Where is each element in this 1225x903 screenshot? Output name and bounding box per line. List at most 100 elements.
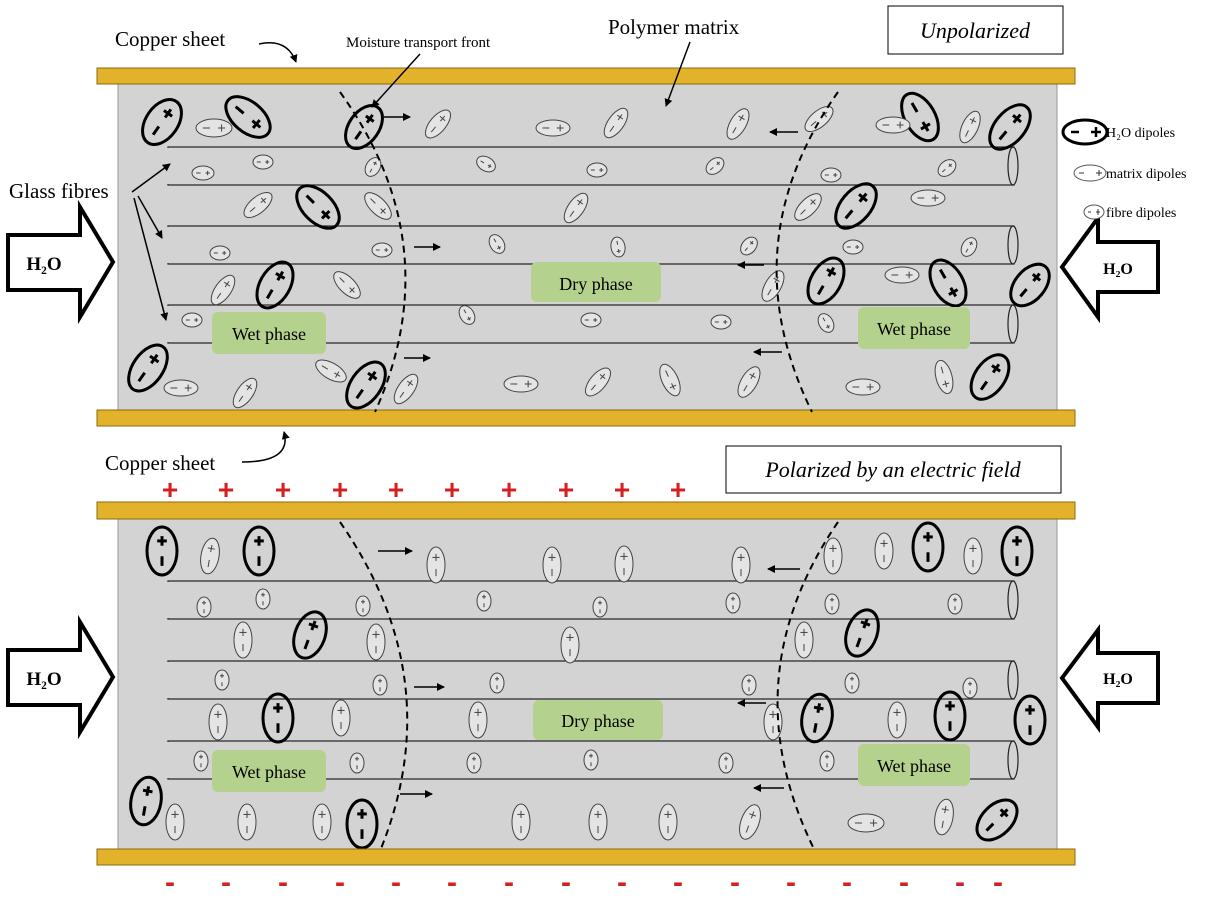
positive-charge: + [444,474,460,505]
wet-phase-box-top-right [858,307,970,349]
h2o-dipole [345,360,387,410]
negative-charge: - [730,866,740,899]
fibre-dipole [820,167,842,183]
matrix-dipole [393,373,419,405]
matrix-dipole [726,108,750,140]
dipoles-top [127,91,1051,410]
matrix-dipole [794,193,822,221]
matrix-dipole [731,546,751,584]
matrix-dipole [934,359,954,395]
fibre-dipole [705,157,725,175]
wet-phase-box-bottom-right [858,744,970,786]
matrix-dipole [208,703,228,741]
h2o-dipole [969,353,1011,401]
wet-phase-label-top-left: Wet phase [232,324,306,344]
fibre-dipole [214,669,230,691]
matrix-dipole [794,621,814,659]
matrix-dipole [331,699,351,737]
negative-charge: - [993,866,1003,899]
matrix-dipole [165,803,185,841]
moisture-front-right-bottom [776,521,839,852]
legend-h2o-dipole-icon [1061,118,1109,146]
fibre-dipole [181,312,203,328]
matrix-dipole [588,803,608,841]
matrix-dipole [658,803,678,841]
fibre-dipole [947,593,963,615]
h2o-dipole [975,798,1019,842]
h2o-dipole [806,256,846,306]
negative-charge-row: ---------------- [165,866,1003,899]
water-label: H₂O [26,669,61,690]
copper-sheet-top-lower [96,409,1076,427]
fibre-dipole [725,592,741,614]
matrix-dipole [959,110,981,144]
fibre-dipole [824,593,840,615]
fibre-dipole [458,305,476,325]
matrix-dipole [761,270,785,302]
fibre-pointer [131,163,171,193]
transport-arrows-top [384,113,798,362]
positive-charge: + [332,474,348,505]
h2o-dipole [145,525,179,577]
matrix-dipole [333,271,361,299]
matrix-dipole [210,274,236,306]
right-arrow-icon [6,614,116,740]
fibre-dipole [710,314,732,330]
matrix-dipole [603,107,629,139]
h2o-dipole [345,798,379,850]
matrix-dipole [614,545,634,583]
fibre-dipole [741,674,757,696]
fibre-dipole [960,237,978,257]
matrix-dipole [233,621,253,659]
matrix-dipole [887,701,907,739]
left-arrow-icon [1059,624,1160,734]
fibre-dipole [371,242,393,258]
negative-charge: - [447,866,457,899]
matrix-dipole [659,363,681,397]
matrix-dipole [884,266,920,284]
fibre-dipole [718,752,734,774]
fibre-dipole [209,245,231,261]
positive-charge: + [218,474,234,505]
positive-charge: + [670,474,686,505]
fibre-dipole [191,165,215,181]
matrix-dipole [542,546,562,584]
positive-charge: + [162,474,178,505]
h2o-dipole [141,98,183,146]
matrix-dipole [737,366,761,398]
glass-fibre [166,225,1019,265]
dry-phase-box-top [531,262,661,302]
dry-phase-label-top: Dry phase [559,274,632,294]
water-arrow-left-top: H₂O [6,199,116,325]
fibre-dipole [355,595,371,617]
fibre-dipole [488,234,506,254]
fibre-dipole [372,674,388,696]
h2o-dipole [834,182,878,230]
copper-sheet-pointer-middle [241,431,290,463]
fibre-dipole [476,155,496,173]
matrix-dipole [503,375,539,393]
water-label: H₂O [1103,671,1133,688]
water-label: H₂O [26,254,61,275]
moisture-front-left-top [339,91,407,413]
matrix-dipole [511,803,531,841]
moisture-front-left-bottom [339,521,409,852]
h2o-dipole [933,690,967,742]
dry-phase-label-bottom: Dry phase [561,711,634,731]
transport-arrows-bottom [378,547,800,798]
wet-phase-label-bottom-left: Wet phase [232,762,306,782]
panel-unpolarized: Dry phase Wet phase Wet phase [96,67,1076,427]
fibre-dipole [196,596,212,618]
fibre-dipole [580,312,602,328]
matrix-dipole [200,537,220,575]
positive-charge-row: ++++++++++ [162,474,686,505]
wet-phase-label-bottom-right: Wet phase [877,756,951,776]
panel-polarized: Dry phase Wet phase Wet phase [96,501,1076,866]
wet-phase-label-top-right: Wet phase [877,319,951,339]
h2o-dipole [988,103,1032,151]
matrix-dipole [232,377,258,409]
fibre-dipole [586,162,608,178]
glass-fibre [166,580,1019,620]
h2o-dipole [844,608,880,658]
